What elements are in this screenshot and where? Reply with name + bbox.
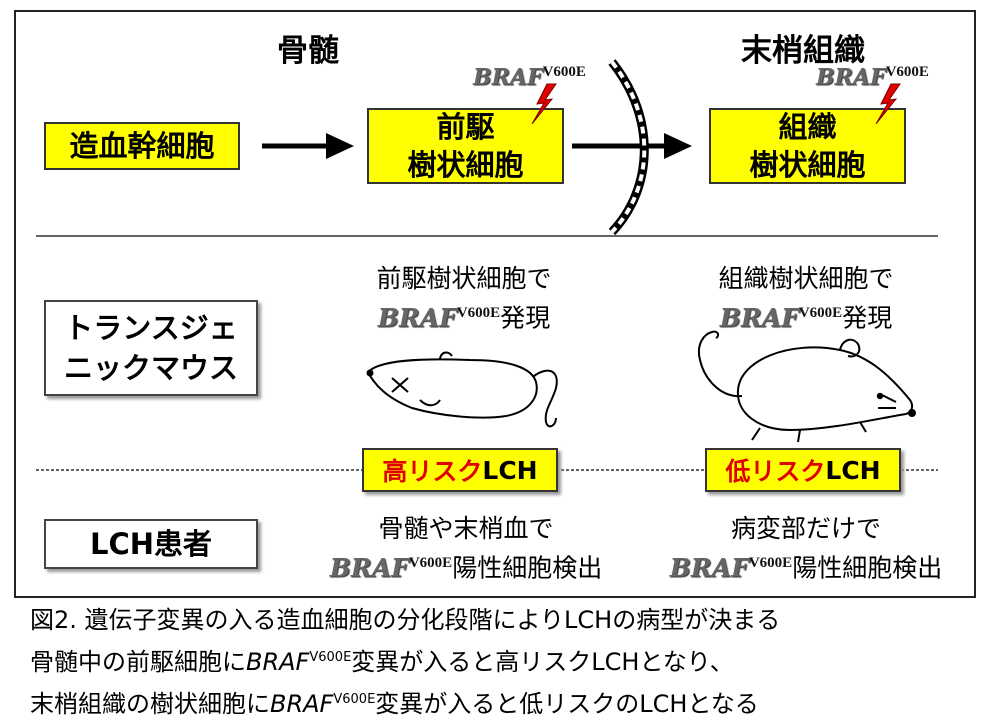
mouse-desc-left: 前駆樹状細胞で BRAFV600E発現 xyxy=(338,262,590,335)
caption-variant-1: V600E xyxy=(309,650,352,665)
high-risk-lch-suffix: LCH xyxy=(482,455,538,485)
mouse-desc-right: 組織樹状細胞で BRAFV600E発現 xyxy=(680,262,932,335)
tissue-dc-label-1: 組織 xyxy=(778,110,837,144)
row-header-lch-patient: LCH患者 xyxy=(44,519,258,569)
precursor-dc-box: 前駆 樹状細胞 xyxy=(367,108,564,184)
hsc-label: 造血幹細胞 xyxy=(69,129,215,163)
expression-text-left: 発現 xyxy=(500,303,551,333)
braf-label-tissue: BRAFV600E xyxy=(816,64,929,90)
lch-patient-label: LCH患者 xyxy=(89,527,213,561)
figure-caption: 図2. 遺伝子変異の入る造血細胞の分化段階によりLCHの病型が決まる 骨髄中の前… xyxy=(30,602,780,723)
transgenic-mouse-label-2: ニックマウス xyxy=(63,351,238,385)
caption-line-3b: 変異が入ると低リスクのLCHとなる xyxy=(375,690,759,718)
positive-cell-text-left: 陽性細胞検出 xyxy=(452,553,603,583)
row-header-transgenic-mouse: トランスジェ ニックマウス xyxy=(44,300,258,396)
patient-desc-left-line2: BRAFV600E陽性細胞検出 xyxy=(322,546,610,585)
caption-variant-2: V600E xyxy=(333,692,376,707)
mouse-icon-sick xyxy=(366,351,558,428)
caption-line-1: 図2. 遺伝子変異の入る造血細胞の分化段階によりLCHの病型が決まる xyxy=(30,606,781,634)
low-risk-label: 低リスク xyxy=(725,457,826,486)
braf-gene-5: BRAF xyxy=(329,553,409,583)
high-risk-label: 高リスク xyxy=(382,457,483,486)
precursor-dc-label-2: 樹状細胞 xyxy=(407,148,524,182)
caption-line-2b: 変異が入ると高リスクLCHとなり、 xyxy=(351,648,734,676)
patient-desc-right: 病変部だけで BRAFV600E陽性細胞検出 xyxy=(662,512,950,585)
low-risk-lch-suffix: LCH xyxy=(825,455,881,485)
transgenic-mouse-label-1: トランスジェ xyxy=(64,311,238,345)
mouse-icon-healthy xyxy=(698,330,916,443)
caption-line-2a: 骨髄中の前駆細胞に xyxy=(30,648,246,676)
caption-line-3a: 末梢組織の樹状細胞に xyxy=(30,690,270,718)
mouse-desc-right-line1: 組織樹状細胞で xyxy=(718,264,894,293)
tissue-dc-label-2: 樹状細胞 xyxy=(749,148,866,182)
dashed-boundary-arc xyxy=(608,59,649,236)
precursor-dc-label-1: 前駆 xyxy=(436,110,495,144)
mouse-desc-right-line2: BRAFV600E発現 xyxy=(680,296,932,335)
braf-gene-1: BRAF xyxy=(473,64,543,91)
expression-text-right: 発現 xyxy=(842,303,893,333)
patient-desc-right-line1: 病変部だけで xyxy=(730,514,881,543)
lightning-icon-tissue xyxy=(875,83,901,125)
patient-desc-left-line1: 骨髄や末梢血で xyxy=(378,514,554,543)
braf-variant-2: V600E xyxy=(885,64,929,80)
braf-variant-6: V600E xyxy=(748,555,793,571)
hsc-box: 造血幹細胞 xyxy=(44,122,240,170)
lightning-icon-precursor xyxy=(531,83,557,125)
braf-gene-3: BRAF xyxy=(377,303,457,333)
mouse-desc-left-line2: BRAFV600E発現 xyxy=(338,296,590,335)
patient-desc-right-line2: BRAFV600E陽性細胞検出 xyxy=(662,546,950,585)
column-title-peripheral-tissue: 末梢組織 xyxy=(741,33,865,69)
figure-frame xyxy=(14,10,976,598)
braf-variant-1: V600E xyxy=(542,64,586,80)
braf-label-precursor: BRAFV600E xyxy=(473,64,586,90)
braf-variant-4: V600E xyxy=(798,305,843,321)
tissue-dc-box: 組織 樹状細胞 xyxy=(709,108,906,184)
column-title-bone-marrow: 骨髄 xyxy=(277,33,339,69)
arrow-hsc-to-precursor xyxy=(262,133,354,159)
braf-variant-5: V600E xyxy=(408,555,453,571)
positive-cell-text-right: 陽性細胞検出 xyxy=(792,553,943,583)
mouse-desc-left-line1: 前駆樹状細胞で xyxy=(376,264,552,293)
arrow-precursor-to-tissue xyxy=(572,133,692,159)
caption-gene-1: BRAF xyxy=(246,648,310,676)
patient-desc-left: 骨髄や末梢血で BRAFV600E陽性細胞検出 xyxy=(322,512,610,585)
caption-gene-2: BRAF xyxy=(270,690,334,718)
caption-line-3: 末梢組織の樹状細胞にBRAFV600E変異が入ると低リスクのLCHとなる xyxy=(30,681,780,723)
caption-line-2: 骨髄中の前駆細胞にBRAFV600E変異が入ると高リスクLCHとなり、 xyxy=(30,639,780,681)
braf-gene-2: BRAF xyxy=(816,64,886,91)
braf-variant-3: V600E xyxy=(456,305,501,321)
braf-gene-4: BRAF xyxy=(719,303,799,333)
braf-gene-6: BRAF xyxy=(669,553,749,583)
